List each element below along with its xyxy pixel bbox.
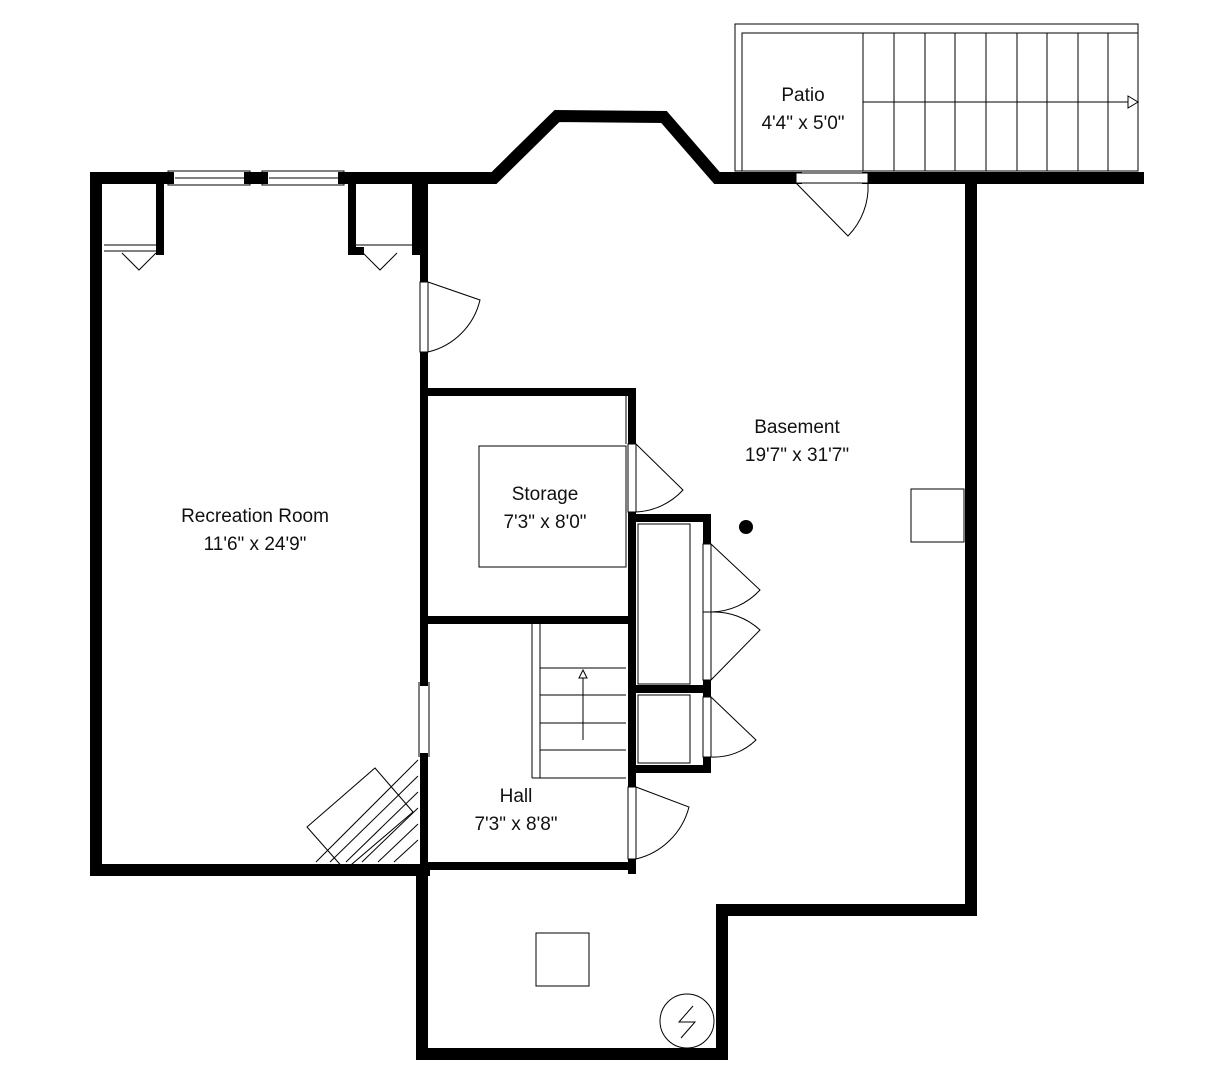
room-label-patio: Patio 4'4" x 5'0": [761, 85, 844, 134]
interior-stairs: [531, 624, 626, 779]
room-dimensions: 19'7" x 31'7": [745, 445, 849, 466]
fireplace: [306, 759, 419, 871]
stair-arrow-icon: [1127, 95, 1139, 109]
support-column: [910, 488, 965, 543]
closets: [628, 514, 761, 773]
exterior-stairs: [863, 33, 1139, 171]
room-name: Patio: [781, 85, 824, 106]
door: [795, 172, 869, 237]
room-name: Hall: [500, 786, 533, 807]
lightning-icon: [659, 993, 715, 1049]
room-dimensions: 4'4" x 5'0": [761, 113, 844, 134]
hall-walls: [420, 624, 690, 870]
room-name: Recreation Room: [181, 506, 329, 527]
door: [419, 281, 481, 353]
utility-fixture: [535, 932, 590, 987]
room-dimensions: 11'6" x 24'9": [204, 534, 307, 555]
room-dimensions: 7'3" x 8'8": [474, 814, 557, 835]
door: [627, 443, 684, 513]
room-dimensions: 7'3" x 8'0": [503, 512, 586, 533]
room-name: Storage: [512, 484, 579, 505]
door: [627, 786, 690, 860]
room-label-recreation-room: Recreation Room 11'6" x 24'9": [181, 506, 329, 555]
stair-arrow-icon: [578, 668, 588, 679]
interior-wall-west: [418, 174, 481, 880]
recreation-room-walls: [90, 170, 430, 876]
door: [702, 611, 761, 681]
dot-icon: [739, 520, 753, 534]
room-label-basement: Basement 19'7" x 31'7": [745, 417, 849, 466]
storage-walls: [420, 388, 684, 874]
room-label-storage: Storage 7'3" x 8'0": [503, 484, 586, 533]
door: [702, 543, 761, 613]
basement-walls: [416, 109, 1144, 1060]
room-name: Basement: [754, 417, 840, 438]
window: [167, 170, 251, 186]
door: [702, 696, 757, 758]
window: [261, 170, 345, 186]
patio-area: [734, 23, 1139, 172]
room-label-hall: Hall 7'3" x 8'8": [474, 786, 557, 835]
